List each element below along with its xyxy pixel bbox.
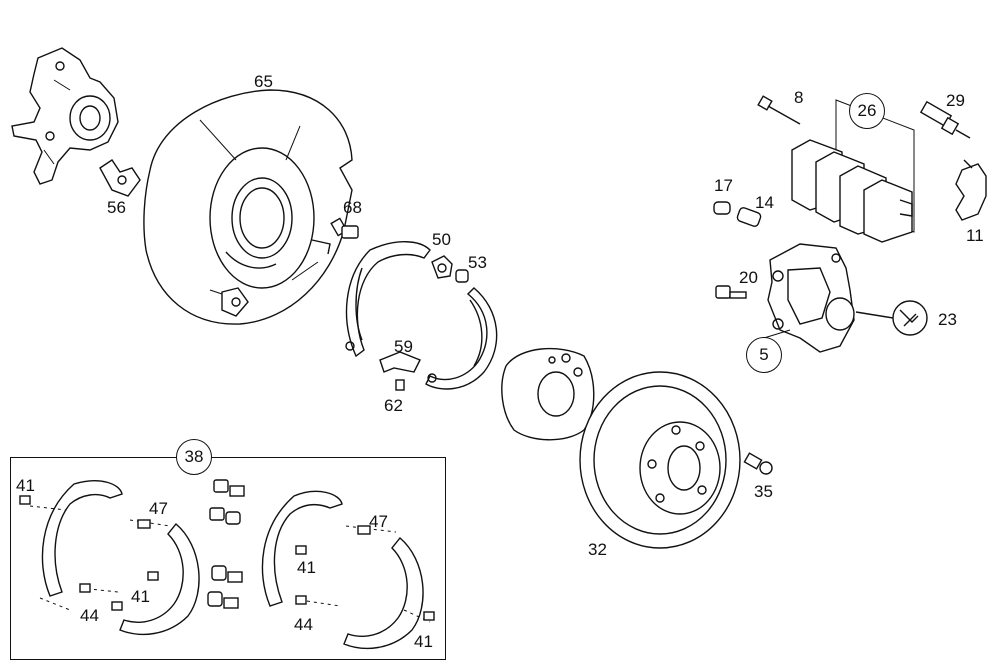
shoe-kit-left (29, 480, 200, 636)
bolt-20 (715, 285, 747, 299)
kit-callout-44-right: 44 (294, 615, 313, 634)
callout-59: 59 (394, 337, 413, 356)
kit-callout-47-left: 47 (149, 499, 168, 518)
kit-callout-41-left-middle: 41 (131, 587, 150, 606)
bracket-56 (99, 159, 141, 197)
callout-53: 53 (468, 253, 487, 272)
brake-pads-26 (791, 99, 915, 243)
callout-65: 65 (254, 72, 273, 91)
wheel-hub (501, 347, 595, 441)
callout-17: 17 (714, 176, 733, 195)
callout-38: 38 (176, 439, 212, 475)
sleeve-14 (736, 207, 762, 227)
backing-plate-65 (143, 89, 353, 325)
callout-23: 23 (938, 310, 957, 329)
guide-pin-8 (757, 95, 801, 125)
steering-knuckle (11, 47, 119, 185)
callout-20: 20 (739, 268, 758, 287)
callout-26: 26 (849, 93, 885, 129)
callout-62: 62 (384, 396, 403, 415)
callout-8: 8 (794, 88, 804, 107)
callout-5: 5 (746, 337, 782, 373)
parking-brake-shoe-kit-box (10, 457, 446, 660)
bolt-68 (330, 217, 359, 239)
callout-32: 32 (588, 540, 607, 559)
brake-disc-32 (579, 371, 741, 549)
bolt-35 (743, 452, 773, 475)
kit-callout-41-bottom-right: 41 (414, 632, 433, 651)
spring-clip-11 (955, 159, 987, 221)
wrench-23-icon (855, 300, 928, 336)
callout-35: 35 (754, 482, 773, 501)
bleeder-17 (713, 201, 731, 215)
spreader-59-62 (379, 351, 421, 391)
adjuster-50-53 (431, 255, 469, 283)
callout-29: 29 (946, 91, 965, 110)
callout-14: 14 (755, 193, 774, 212)
callout-68: 68 (343, 198, 362, 217)
callout-50: 50 (432, 230, 451, 249)
brake-caliper (767, 243, 855, 353)
kit-callout-41-right-middle: 41 (297, 558, 316, 577)
kit-small-parts (19, 479, 435, 621)
kit-callout-41-top-left: 41 (16, 476, 35, 495)
kit-callout-47-right: 47 (369, 512, 388, 531)
callout-11: 11 (966, 226, 984, 245)
kit-callout-44-left: 44 (80, 606, 99, 625)
parking-shoe-upper (345, 241, 498, 390)
callout-56: 56 (107, 198, 126, 217)
wear-sensor-29 (919, 100, 971, 139)
